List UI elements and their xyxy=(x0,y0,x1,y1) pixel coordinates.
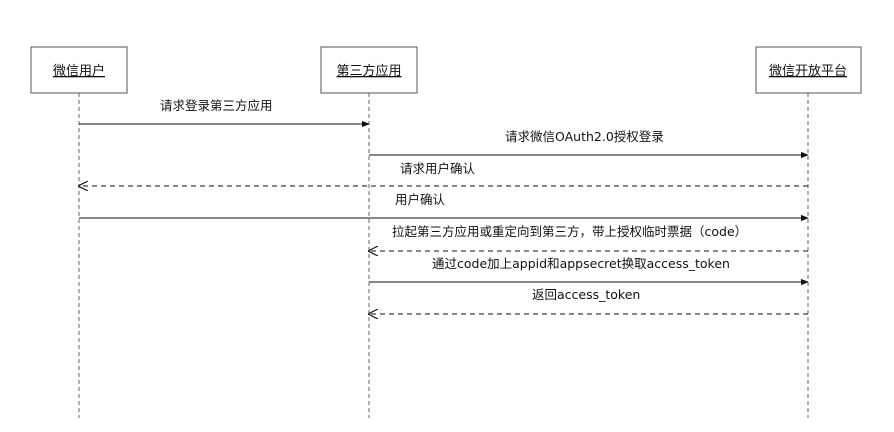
message-request-confirm: 请求用户确认 xyxy=(79,161,808,186)
participant-label-user: 微信用户 xyxy=(53,63,105,79)
message-return-token: 返回access_token xyxy=(369,287,808,314)
message-user-confirm: 用户确认 xyxy=(79,192,809,222)
message-label-2: 请求微信OAuth2.0授权登录 xyxy=(505,129,664,144)
participant-label-wechat: 微信开放平台 xyxy=(769,64,847,79)
message-label-4: 用户确认 xyxy=(395,192,446,207)
participant-box-user xyxy=(30,46,128,94)
message-request-login: 请求登录第三方应用 xyxy=(79,98,370,128)
message-exchange-token: 通过code加上appid和appsecret换取access_token xyxy=(369,256,809,286)
message-label-3: 请求用户确认 xyxy=(400,161,476,176)
message-label-1: 请求登录第三方应用 xyxy=(160,98,273,113)
participant-label-app: 第三方应用 xyxy=(336,63,401,79)
participant-app: 第三方应用 xyxy=(320,46,418,418)
message-request-oauth: 请求微信OAuth2.0授权登录 xyxy=(369,129,809,159)
message-label-5: 拉起第三方应用或重定向到第三方，带上授权临时票据（code） xyxy=(392,224,747,239)
participant-user: 微信用户 xyxy=(30,46,128,418)
message-label-7: 返回access_token xyxy=(532,287,640,302)
message-redirect-code: 拉起第三方应用或重定向到第三方，带上授权临时票据（code） xyxy=(369,224,808,251)
participant-box-wechat xyxy=(755,46,862,94)
participant-wechat: 微信开放平台 xyxy=(755,46,862,418)
participant-box-app xyxy=(320,46,418,94)
message-label-6: 通过code加上appid和appsecret换取access_token xyxy=(432,256,730,271)
